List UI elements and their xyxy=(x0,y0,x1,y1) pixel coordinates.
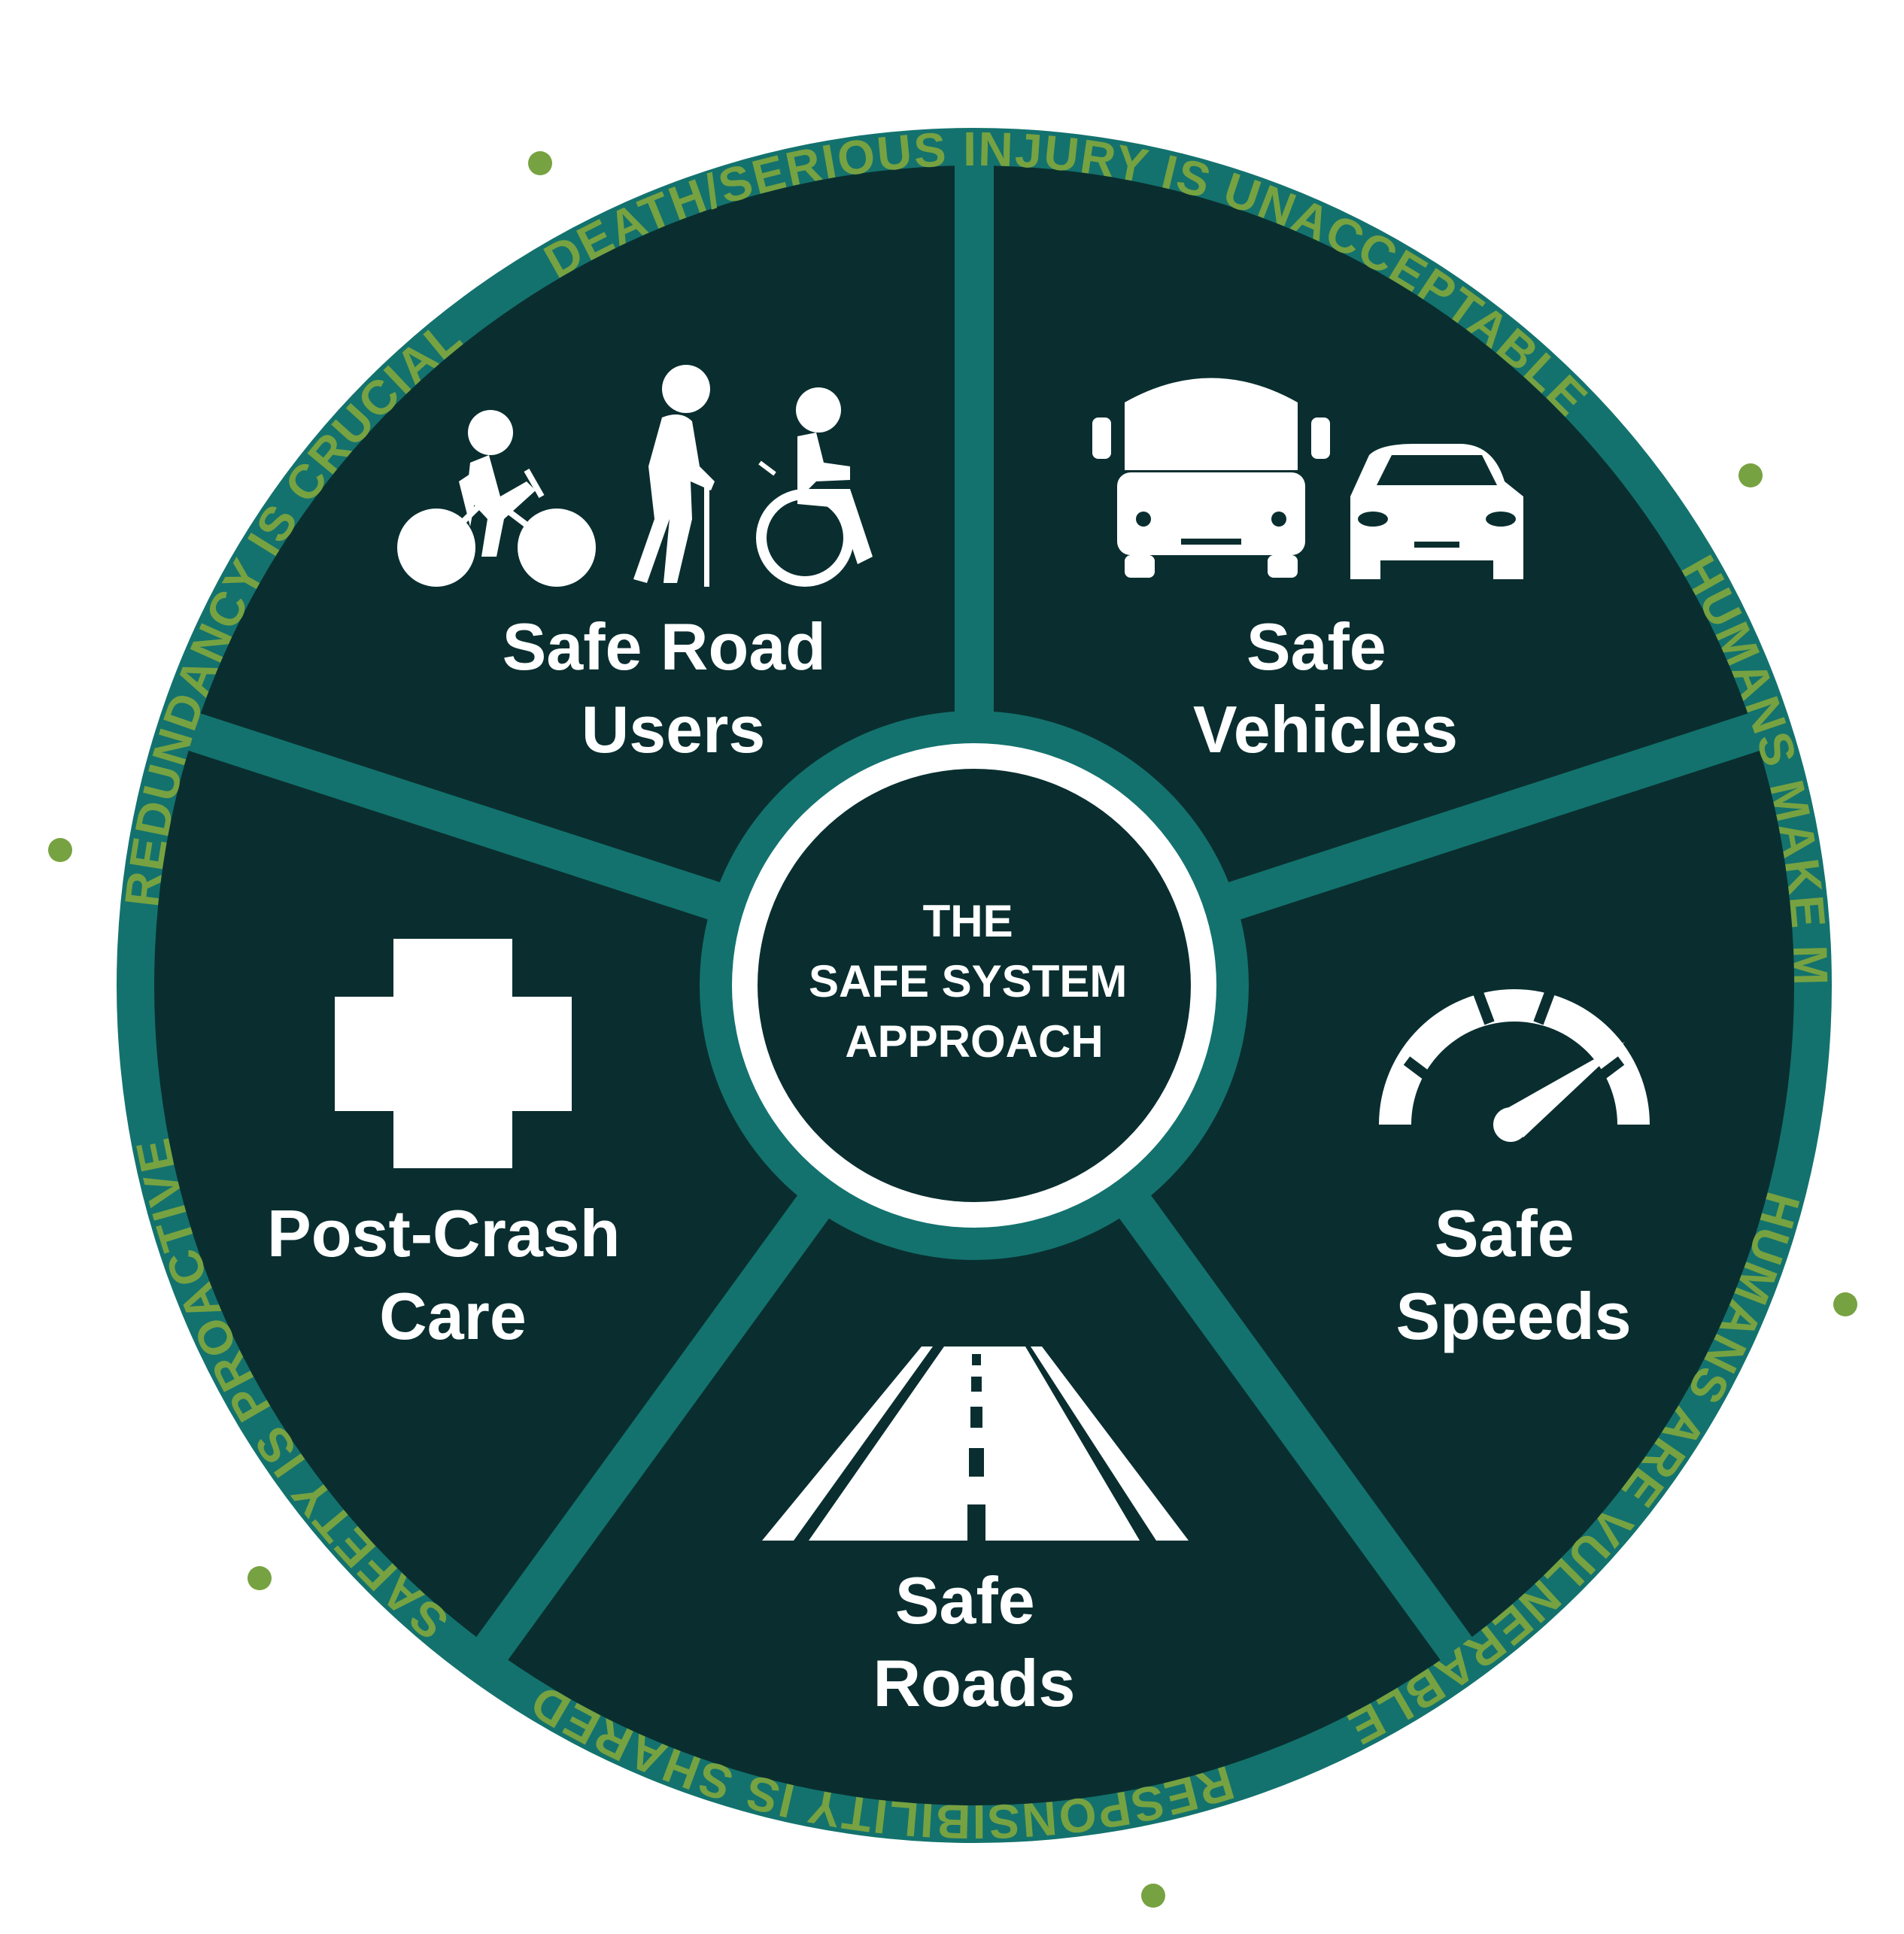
segment-post-crash-care: Post-Crash Care xyxy=(267,939,639,1353)
principle-separator-dots xyxy=(48,151,1857,1908)
road-icon xyxy=(762,1347,1189,1541)
segment-safe-vehicles: Safe Vehicles xyxy=(1092,378,1523,767)
speedometer-icon xyxy=(1379,989,1650,1142)
separator-dot xyxy=(1141,1884,1165,1908)
center-title: THE SAFE SYSTEM APPROACH xyxy=(809,896,1140,1067)
wheelchair-user-icon xyxy=(756,387,873,587)
hub-core xyxy=(758,769,1191,1202)
segment-safe-roads: Safe Roads xyxy=(762,1347,1189,1720)
medical-cross-icon xyxy=(335,939,572,1168)
label-safe-vehicles: Safe Vehicles xyxy=(1193,609,1458,767)
segment-safe-speeds: Safe Speeds xyxy=(1379,989,1650,1353)
bus-icon xyxy=(1092,378,1330,578)
label-safe-roads: Safe Roads xyxy=(873,1563,1076,1720)
car-icon xyxy=(1350,444,1523,579)
label-safe-road-users: Safe Road Users xyxy=(503,609,845,767)
separator-dot xyxy=(48,838,72,862)
separator-dot xyxy=(247,1566,272,1590)
label-safe-speeds: Safe Speeds xyxy=(1395,1196,1631,1353)
separator-dot xyxy=(528,151,552,175)
separator-dot xyxy=(1833,1292,1857,1316)
label-post-crash-care: Post-Crash Care xyxy=(267,1196,639,1353)
segment-safe-road-users: Safe Road Users xyxy=(397,365,873,767)
bicycle-rider-icon xyxy=(397,410,596,587)
walking-person-with-cane-icon xyxy=(633,365,715,587)
separator-dot xyxy=(1739,463,1763,487)
